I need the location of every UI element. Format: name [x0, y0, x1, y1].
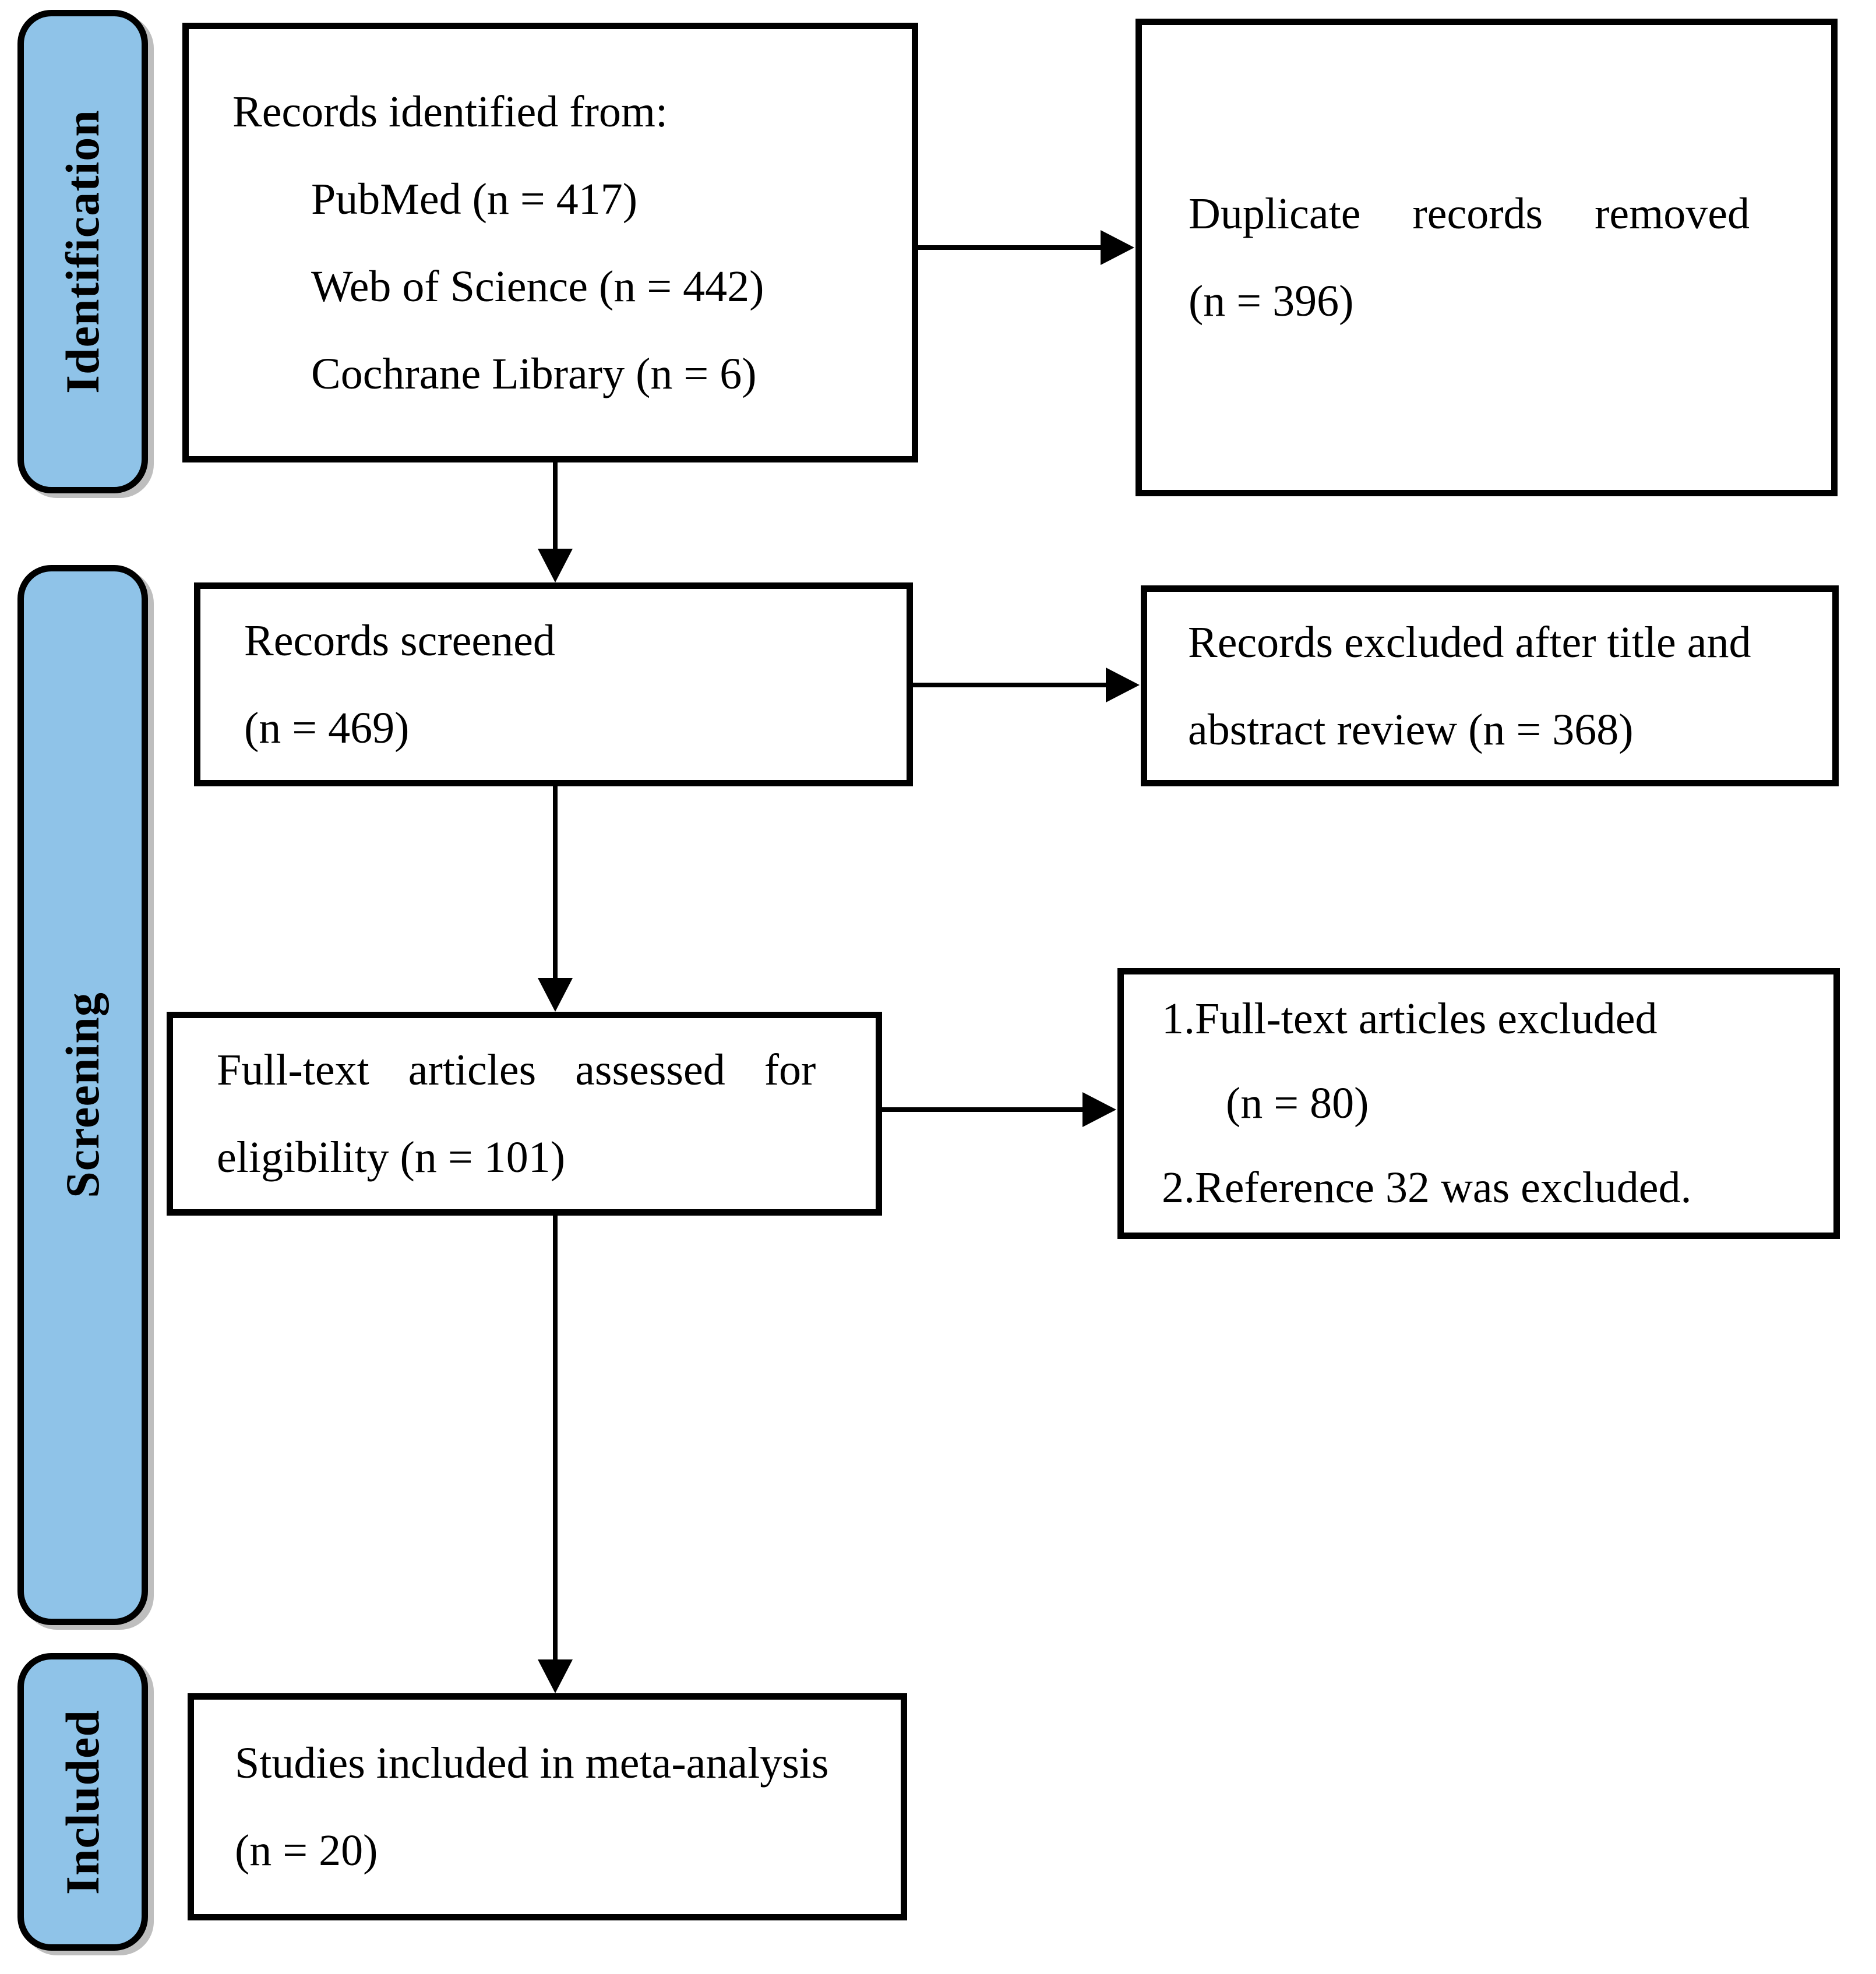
studies-included-line1: Studies included in meta-analysis [235, 1739, 829, 1788]
records-identified-title: Records identified from: [232, 87, 668, 136]
stage-label-screening: Screening [17, 565, 148, 1625]
arrow-identified-to-duplicates-line [918, 245, 1105, 250]
fulltext-excluded-line2: (n = 80) [1226, 1079, 1369, 1128]
arrow-screened-to-fulltext-line [553, 786, 558, 981]
arrow-screened-to-excluded-line [913, 683, 1110, 687]
box-studies-included: Studies included in meta-analysis (n = 2… [188, 1693, 907, 1920]
arrow-fulltext-to-included-line [553, 1216, 558, 1663]
box-records-screened: Records screened (n = 469) [194, 582, 913, 786]
fulltext-excluded-line1: 1.Full-text articles excluded [1162, 994, 1658, 1043]
stage-label-screening-text: Screening [56, 992, 110, 1198]
arrow-screened-to-excluded-head [1106, 668, 1140, 702]
stage-label-included: Included [17, 1653, 148, 1951]
records-identified-source-pubmed: PubMed (n = 417) [311, 174, 638, 224]
records-screened-line1: Records screened [244, 616, 555, 665]
box-records-identified: Records identified from: PubMed (n = 417… [182, 23, 918, 462]
arrow-fulltext-to-excluded-line [882, 1107, 1087, 1112]
box-duplicates-removed: Duplicate records removed (n = 396) [1136, 19, 1838, 496]
records-screened-line2: (n = 469) [244, 704, 410, 753]
arrow-identified-to-screened-head [538, 549, 573, 582]
records-identified-source-cochrane: Cochrane Library (n = 6) [311, 349, 757, 398]
records-excluded-line1: Records excluded after title and [1188, 617, 1751, 667]
stage-label-identification: Identification [17, 10, 148, 493]
stage-label-included-text: Included [56, 1709, 109, 1895]
arrow-fulltext-to-excluded-head [1082, 1092, 1116, 1127]
arrow-identified-to-screened-line [553, 462, 558, 551]
box-records-excluded: Records excluded after title and abstrac… [1141, 585, 1839, 786]
arrow-fulltext-to-included-head [538, 1659, 573, 1693]
studies-included-line2: (n = 20) [235, 1826, 378, 1875]
fulltext-assessed-line1: Full-text articles assessed for [217, 1046, 816, 1094]
duplicates-removed-line2: (n = 396) [1189, 277, 1354, 326]
records-excluded-line2: abstract review (n = 368) [1188, 705, 1634, 754]
box-fulltext-assessed: Full-text articles assessed for eligibil… [167, 1012, 882, 1216]
box-fulltext-excluded: 1.Full-text articles excluded (n = 80) 2… [1117, 968, 1840, 1239]
fulltext-assessed-line2: eligibility (n = 101) [217, 1133, 566, 1182]
stage-label-identification-text: Identification [56, 110, 110, 394]
arrow-identified-to-duplicates-head [1101, 230, 1134, 265]
arrow-screened-to-fulltext-head [538, 978, 573, 1012]
records-identified-source-wos: Web of Science (n = 442) [311, 262, 764, 311]
duplicates-removed-line1: Duplicate records removed [1189, 189, 1750, 238]
fulltext-excluded-line3: 2.Reference 32 was excluded. [1162, 1163, 1692, 1212]
